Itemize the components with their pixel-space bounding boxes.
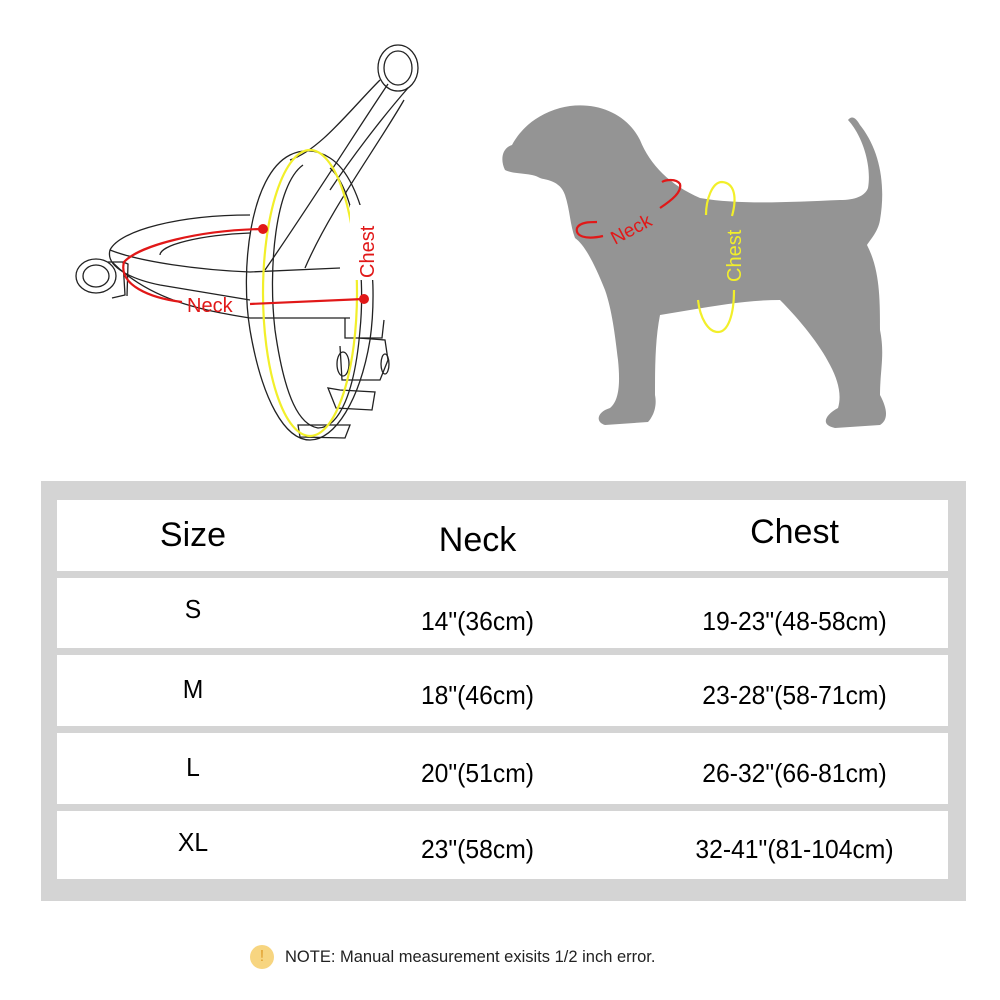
table-row: S 14"(36cm) 19-23"(48-58cm) — [57, 578, 948, 648]
dog-chest-label: Chest — [724, 229, 746, 282]
harness-chest-label: Chest — [357, 225, 379, 278]
warning-icon: ! — [250, 945, 274, 969]
measurement-note: ! NOTE: Manual measurement exisits 1/2 i… — [250, 944, 655, 970]
cell-size: XL — [177, 826, 209, 857]
table-row: M 18"(46cm) 23-28"(58-71cm) — [57, 655, 948, 726]
table-header-row: Size Neck Chest — [57, 500, 948, 571]
harness-chest-measure-line — [261, 148, 359, 438]
header-chest: Chest — [750, 513, 839, 551]
cell-neck: 23"(58cm) — [420, 833, 535, 864]
harness-neck-measure-line — [122, 227, 365, 306]
harness-diagram: Neck Chest Neck Chest — [75, 44, 886, 441]
harness-icon — [75, 44, 419, 441]
harness-neck-label: Neck — [187, 295, 234, 317]
table-row: L 20"(51cm) 26-32"(66-81cm) — [57, 733, 948, 804]
table-row: XL 23"(58cm) 32-41"(81-104cm) — [57, 811, 948, 879]
cell-neck: 14"(36cm) — [420, 605, 535, 636]
cell-size: S — [184, 593, 202, 624]
neck-point-dot — [359, 294, 369, 304]
dog-silhouette-icon — [502, 105, 886, 428]
cell-neck: 18"(46cm) — [420, 680, 535, 710]
cell-chest: 32-41"(81-104cm) — [695, 833, 894, 864]
dog-chest-measure-line — [696, 180, 736, 334]
size-chart-table: Size Neck Chest S 14"(36cm) 19-23"(48-58… — [41, 481, 966, 901]
note-text: NOTE: Manual measurement exisits 1/2 inc… — [285, 947, 656, 966]
cell-neck: 20"(51cm) — [420, 758, 535, 788]
cell-size: L — [186, 752, 200, 782]
cell-chest: 19-23"(48-58cm) — [702, 605, 887, 636]
cell-size: M — [182, 674, 204, 704]
header-neck: Neck — [438, 521, 517, 559]
header-size: Size — [159, 516, 227, 554]
dog-neck-measure-line — [575, 178, 682, 239]
measurement-illustration: Neck Chest Neck Chest — [0, 0, 1000, 470]
cell-chest: 26-32"(66-81cm) — [702, 758, 887, 788]
cell-chest: 23-28"(58-71cm) — [702, 680, 887, 710]
neck-point-dot — [258, 224, 268, 234]
